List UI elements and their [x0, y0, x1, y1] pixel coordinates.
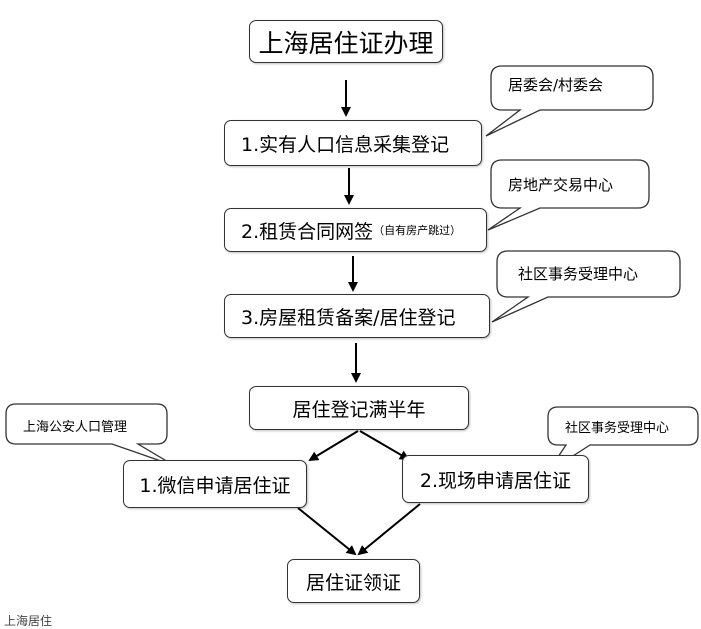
step-lease-contract-label: 2.租赁合同网签 [241, 220, 374, 243]
callout-bubble-1 [485, 65, 654, 137]
step-lease-filing: 3.房屋租赁备案/居住登记 [224, 294, 490, 338]
arrow-wechat-to-final [297, 507, 357, 556]
footer-caption: 上海居住 [4, 614, 53, 628]
callout-community-affairs-center-2: 社区事务受理中心 [565, 421, 670, 436]
flowchart-title: 上海居住证办理 [249, 20, 443, 63]
step-wechat-application: 1.微信申请居住证 [123, 460, 307, 508]
callout-bubble-2 [487, 159, 650, 231]
arrow-step4-to-onsite [359, 430, 410, 461]
step-onsite-application: 2.现场申请居住证 [402, 455, 589, 503]
arrow-onsite-to-final [357, 503, 421, 556]
step-permit-collection: 居住证领证 [287, 559, 420, 603]
callout-bubble-3 [491, 250, 681, 323]
callout-bubble-4 [5, 403, 176, 467]
callout-police-population-mgmt: 上海公安人口管理 [23, 420, 128, 435]
step-lease-contract-note: （自有房产跳过） [373, 224, 462, 237]
step-population-registration: 1.实有人口信息采集登记 [224, 120, 482, 166]
step-residence-half-year: 居住登记满半年 [249, 386, 469, 430]
callout-real-estate-center: 房地产交易中心 [508, 176, 614, 194]
callout-neighborhood-committee: 居委会/村委会 [508, 76, 604, 94]
arrow-step4-to-wechat [308, 430, 359, 462]
callout-community-affairs-center: 社区事务受理中心 [518, 265, 639, 283]
step-lease-contract: 2.租赁合同网签（自有房产跳过） [224, 208, 487, 252]
